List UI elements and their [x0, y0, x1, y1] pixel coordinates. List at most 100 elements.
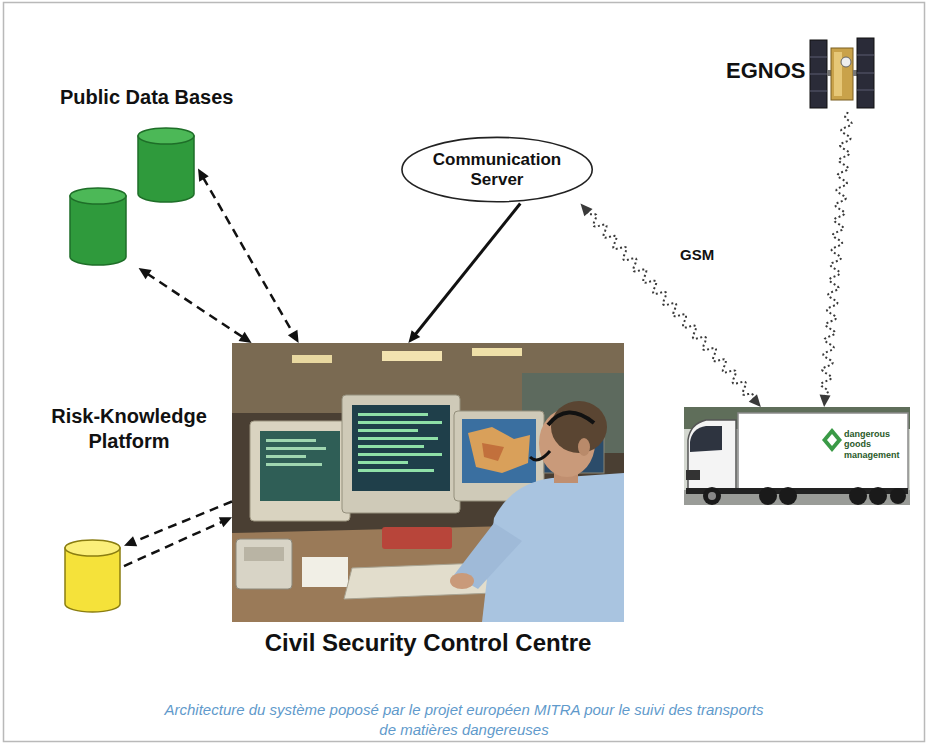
control-room-photo-part: [260, 431, 340, 501]
control-room-photo-part: [382, 351, 442, 361]
control-room-photo-part: [236, 539, 292, 589]
arrow-head: [408, 330, 420, 343]
satellite-image-part: [853, 70, 857, 76]
truck-image-part: [849, 487, 867, 505]
database-cylinder-part: [70, 188, 126, 204]
truck-image-part: [703, 487, 721, 505]
control-room-photo-part: [266, 439, 316, 442]
data-flow-arrow: [408, 204, 520, 343]
database-cylinder: [70, 188, 126, 265]
truck-image-part: [869, 487, 887, 505]
truck-image-part: [822, 428, 842, 452]
control-room-photo-part: [352, 405, 450, 491]
control-room-photo-part: [250, 421, 350, 521]
control-centre: Civil Security Control Centre: [232, 343, 624, 660]
arrow-head: [219, 517, 232, 527]
control-room-photo-part: [382, 527, 452, 549]
truck-image-part: [708, 492, 716, 500]
server-ellipse: Communication Server: [400, 136, 594, 203]
edge-label: GSM: [678, 246, 716, 263]
radio-link: [820, 112, 852, 407]
arrow-head: [198, 169, 209, 182]
control-room-photo-part: [358, 413, 428, 416]
control-room-photo-part: [358, 421, 442, 424]
control-room-photo-part: [342, 395, 460, 513]
control-room-photo-part: [468, 427, 530, 473]
satellite-image-part: [857, 90, 874, 91]
arrow-head: [580, 204, 592, 217]
satellite-image-part: [857, 73, 874, 74]
control-room-photo-part: [578, 438, 590, 456]
arrow-head: [288, 330, 299, 343]
control-room-photo-part: [266, 463, 322, 466]
truck-image-part: [684, 407, 910, 505]
truck-image-part: [686, 470, 700, 480]
frame-rect: [4, 3, 925, 742]
connector-line: [124, 521, 223, 566]
truck-image: [684, 407, 910, 505]
risk-database: Risk-Knowledge Platform: [62, 538, 124, 616]
satellite-image: [810, 38, 874, 108]
connector-line: [203, 177, 294, 334]
control-room-photo-part: [232, 343, 624, 622]
data-flow-arrow: [124, 517, 232, 566]
control-room-photo: [232, 343, 624, 622]
database-cylinder: [65, 540, 120, 612]
arrow-head: [749, 394, 761, 407]
connector-line: [415, 204, 521, 336]
control-room-photo-part: [358, 469, 434, 472]
satellite-image-part: [827, 70, 831, 76]
node-label: dangerous goods management: [844, 429, 908, 460]
connector-line: [147, 274, 243, 338]
control-room-photo-part: [358, 453, 442, 456]
connector-line: [587, 212, 754, 400]
node-label: Communication Server: [429, 150, 564, 191]
data-flow-arrow: [124, 502, 232, 547]
truck-image-part: [759, 487, 777, 505]
satellite-image-part: [810, 57, 827, 58]
node-label: Public Data Bases: [60, 86, 233, 109]
connector-line: [821, 112, 852, 396]
control-room-photo-part: [266, 447, 326, 450]
database-cylinder-part: [65, 540, 120, 556]
arrow-head: [820, 395, 831, 407]
satellite-image-part: [857, 38, 874, 108]
truck-image-part: [688, 420, 736, 492]
control-room-photo-part: [292, 355, 332, 363]
control-room-photo-part: [244, 547, 284, 561]
ellipse-shape: [402, 138, 592, 202]
arrow-head: [239, 332, 252, 343]
control-room-photo-part: [462, 419, 536, 483]
control-room-photo-part: [472, 348, 522, 356]
control-room-photo-part: [548, 412, 594, 425]
node-label: EGNOS: [726, 58, 805, 84]
database-cylinder: [138, 128, 194, 202]
satellite-image-part: [841, 57, 851, 67]
control-room-photo-part: [358, 429, 418, 432]
truck-node: dangerous goods management: [684, 407, 910, 505]
database-cylinder-part: [70, 196, 126, 265]
satellite-image-part: [831, 48, 853, 100]
satellite-image-part: [810, 40, 827, 108]
control-room-photo-part: [530, 451, 550, 460]
data-flow-arrow: [139, 268, 252, 343]
control-room-photo-part: [358, 461, 408, 464]
truck-image-part: [690, 426, 722, 452]
truck-image-part: [779, 487, 797, 505]
satellite-image-part: [834, 52, 842, 96]
database-group: Public Data Bases: [66, 126, 198, 268]
arrow-head: [139, 268, 152, 279]
arrow-head: [124, 536, 137, 546]
database-cylinder-part: [138, 128, 194, 144]
control-room-photo-part: [358, 445, 424, 448]
satellite-image-part: [810, 74, 827, 75]
control-room-photo-part: [358, 437, 438, 440]
truck-image-part: [890, 488, 906, 504]
truck-image-part: [738, 413, 908, 489]
figure-caption: Architecture du système poposé par le pr…: [164, 700, 764, 739]
database-cylinder-part: [65, 548, 120, 612]
control-room-photo-part: [482, 443, 504, 461]
satellite-image-part: [810, 91, 827, 92]
database-cylinder-part: [138, 136, 194, 202]
